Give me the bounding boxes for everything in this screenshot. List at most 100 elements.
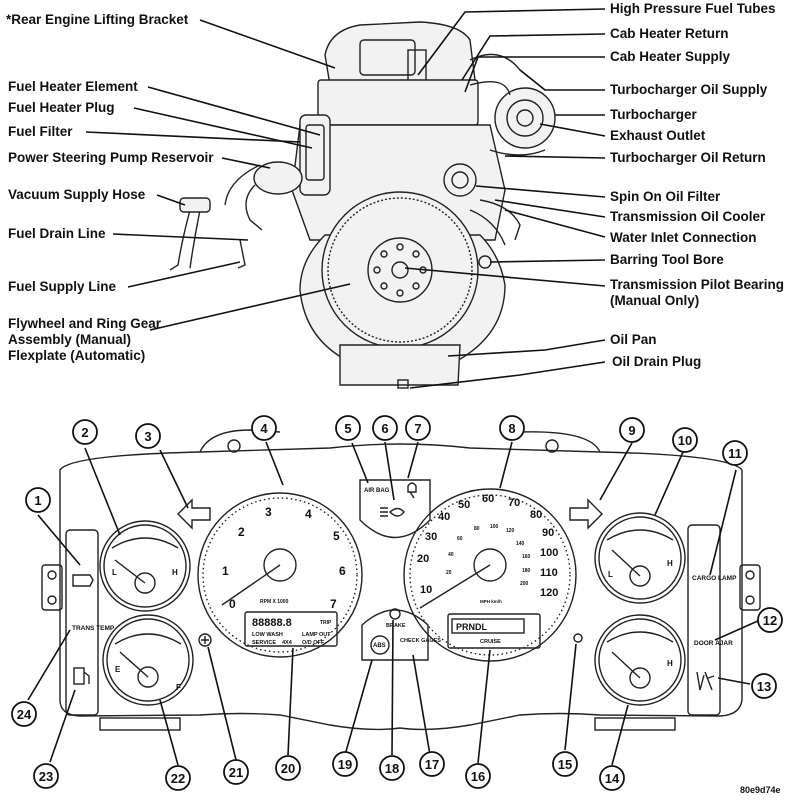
callout-number: 19: [338, 757, 352, 772]
label-turbocharger-oil-return: Turbocharger Oil Return: [610, 150, 766, 165]
mph-tick-110: 110: [540, 567, 558, 579]
kmh-tick-80: 80: [474, 526, 480, 532]
temp-gauge: L H: [99, 520, 191, 612]
tach-tick-1: 1: [222, 564, 229, 578]
callout-9: 9: [619, 417, 645, 443]
mph-tick-120: 120: [540, 587, 558, 599]
kmh-tick-160: 160: [522, 554, 531, 560]
temp-gauge-low: L: [112, 568, 117, 577]
label-fuel-heater-element: Fuel Heater Element: [8, 79, 138, 94]
speed-unit: MPH km/h: [480, 599, 502, 604]
callout-circle: [499, 415, 525, 441]
callout-circle: [335, 415, 361, 441]
callout-circle: [372, 415, 398, 441]
tach-tick-7: 7: [330, 597, 337, 611]
tach-tick-6: 6: [339, 564, 346, 578]
cruise-lcd: [447, 613, 541, 649]
seatbelt-icon: [696, 671, 715, 691]
mph-tick-70: 70: [508, 497, 520, 509]
check-gages-label: CHECK GAGES: [400, 638, 441, 644]
abs-label: ABS: [373, 643, 386, 649]
mph-tick-80: 80: [530, 509, 542, 521]
callout-8: 8: [499, 415, 525, 441]
tach-tick-3: 3: [265, 505, 272, 519]
callout-number: 14: [605, 771, 620, 786]
volt-gauge-high: H: [667, 659, 673, 668]
instrument-cluster: TRANS TEMP CARGO LAMP DOOR AJAR L H: [41, 429, 761, 731]
tach-tick-5: 5: [333, 529, 340, 543]
label-oil-pan: Oil Pan: [610, 332, 657, 347]
callout-14: 14: [599, 765, 625, 791]
callout-number: 8: [508, 421, 515, 436]
callout-circle: [757, 607, 783, 633]
callout-circle: [465, 763, 491, 789]
engine-leader-lines: [85, 8, 606, 389]
kmh-tick-40: 40: [448, 552, 454, 558]
callout-circle: [619, 417, 645, 443]
cruise-label: CRUISE: [480, 639, 501, 645]
callout-4: 4: [251, 415, 277, 441]
callout-circle: [11, 701, 37, 727]
high-beam-icon: [380, 507, 405, 517]
callout-circle: [599, 765, 625, 791]
callout-12: 12: [757, 607, 783, 633]
label-high-pressure-fuel-tubes: High Pressure Fuel Tubes: [610, 1, 776, 16]
callout-7: 7: [405, 415, 431, 441]
left-turn-arrow-icon: [177, 498, 211, 530]
callout-22: 22: [165, 765, 191, 791]
callout-number: 23: [39, 769, 53, 784]
label-flywheel-3: Flexplate (Automatic): [8, 348, 145, 363]
label-fuel-drain-line: Fuel Drain Line: [8, 226, 106, 241]
kmh-tick-140: 140: [516, 541, 525, 547]
lamp-out-label: LAMP OUT: [302, 632, 331, 638]
callout-circle: [379, 755, 405, 781]
od-off-label: O/D OFF: [302, 640, 325, 646]
callout-circle: [751, 673, 777, 699]
odometer-lcd: [244, 611, 338, 647]
label-turbocharger: Turbocharger: [610, 107, 698, 122]
callout-circle: [419, 751, 445, 777]
oil-gauge-high: H: [667, 559, 673, 568]
callout-number: 12: [763, 613, 777, 628]
callout-leader-lines: [27, 441, 761, 766]
callout-circle: [223, 759, 249, 785]
callout-number: 22: [171, 771, 185, 786]
label-turbocharger-oil-supply: Turbocharger Oil Supply: [610, 82, 768, 97]
callout-19: 19: [332, 751, 358, 777]
callout-circle: [72, 419, 98, 445]
door-ajar-label: DOOR AJAR: [694, 640, 733, 647]
callout-number: 10: [678, 433, 692, 448]
prndl-label: PRNDL: [456, 622, 488, 632]
callout-10: 10: [672, 427, 698, 453]
fuel-gauge-full: F: [176, 683, 181, 692]
callout-6: 6: [372, 415, 398, 441]
callout-circle: [722, 440, 748, 466]
callout-circle: [332, 751, 358, 777]
mph-tick-90: 90: [542, 527, 554, 539]
oil-pressure-gauge: L H: [594, 512, 686, 604]
callout-20: 20: [275, 755, 301, 781]
right-telltale-strip: [687, 524, 721, 716]
flywheel-bolts: [373, 243, 427, 297]
label-transmission-pilot-bearing: Transmission Pilot Bearing: [610, 277, 784, 292]
callout-number: 11: [728, 446, 742, 461]
odometer-value: 88888.8: [252, 617, 292, 629]
kmh-tick-20: 20: [446, 570, 452, 576]
callout-circle: [33, 763, 59, 789]
trip-label: TRIP: [320, 620, 332, 626]
label-flywheel-1: Flywheel and Ring Gear: [8, 316, 162, 331]
callout-17: 17: [419, 751, 445, 777]
callout-number: 9: [628, 423, 635, 438]
callout-number: 1: [34, 493, 41, 508]
label-spin-on-oil-filter: Spin On Oil Filter: [610, 189, 721, 204]
label-power-steering-pump-reservoir: Power Steering Pump Reservoir: [8, 150, 214, 165]
callout-number: 4: [260, 421, 268, 436]
callout-11: 11: [722, 440, 748, 466]
callout-circle: [552, 751, 578, 777]
temp-gauge-high: H: [172, 568, 178, 577]
fuel-gauge: E F: [102, 614, 194, 706]
mph-tick-20: 20: [417, 553, 429, 565]
label-manual-only: (Manual Only): [610, 293, 699, 308]
fuel-pump-icon: [73, 667, 90, 685]
engine-labels: *Rear Engine Lifting Bracket High Pressu…: [6, 1, 784, 369]
